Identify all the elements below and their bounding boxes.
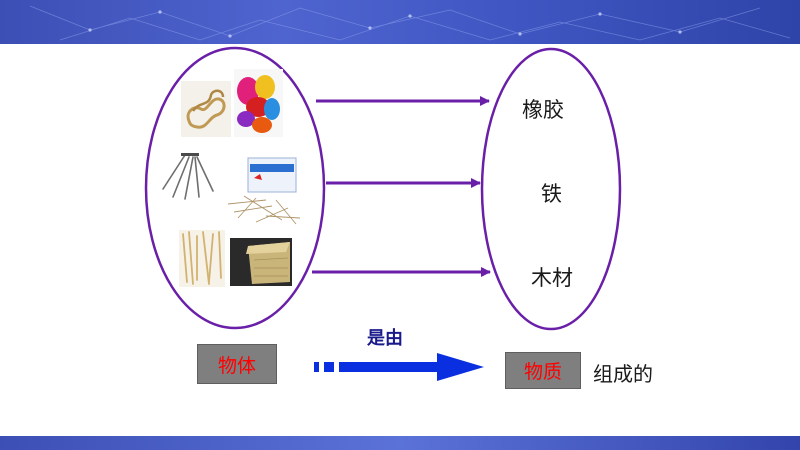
suffix-text: 组成的 — [593, 362, 653, 386]
blue-direction-arrow — [314, 353, 484, 381]
material-rubber: 橡胶 — [522, 98, 564, 122]
toothpicks-photo — [179, 230, 225, 287]
material-wood: 木材 — [531, 266, 573, 290]
pin-box-photo — [226, 156, 306, 228]
object-label-box: 物体 — [197, 344, 277, 384]
connector-text: 是由 — [367, 328, 403, 349]
objects-ellipse — [144, 46, 326, 330]
header-band — [0, 0, 800, 44]
rubber-band-photo — [181, 81, 231, 137]
wood-block-photo — [230, 238, 292, 286]
balloons-photo — [234, 69, 283, 137]
substance-label-box: 物质 — [505, 352, 581, 389]
network-pattern-icon — [29, 5, 791, 41]
footer-band — [0, 436, 800, 450]
materials-ellipse — [480, 47, 622, 331]
iron-nails-photo — [159, 151, 221, 203]
material-iron: 铁 — [541, 182, 562, 206]
